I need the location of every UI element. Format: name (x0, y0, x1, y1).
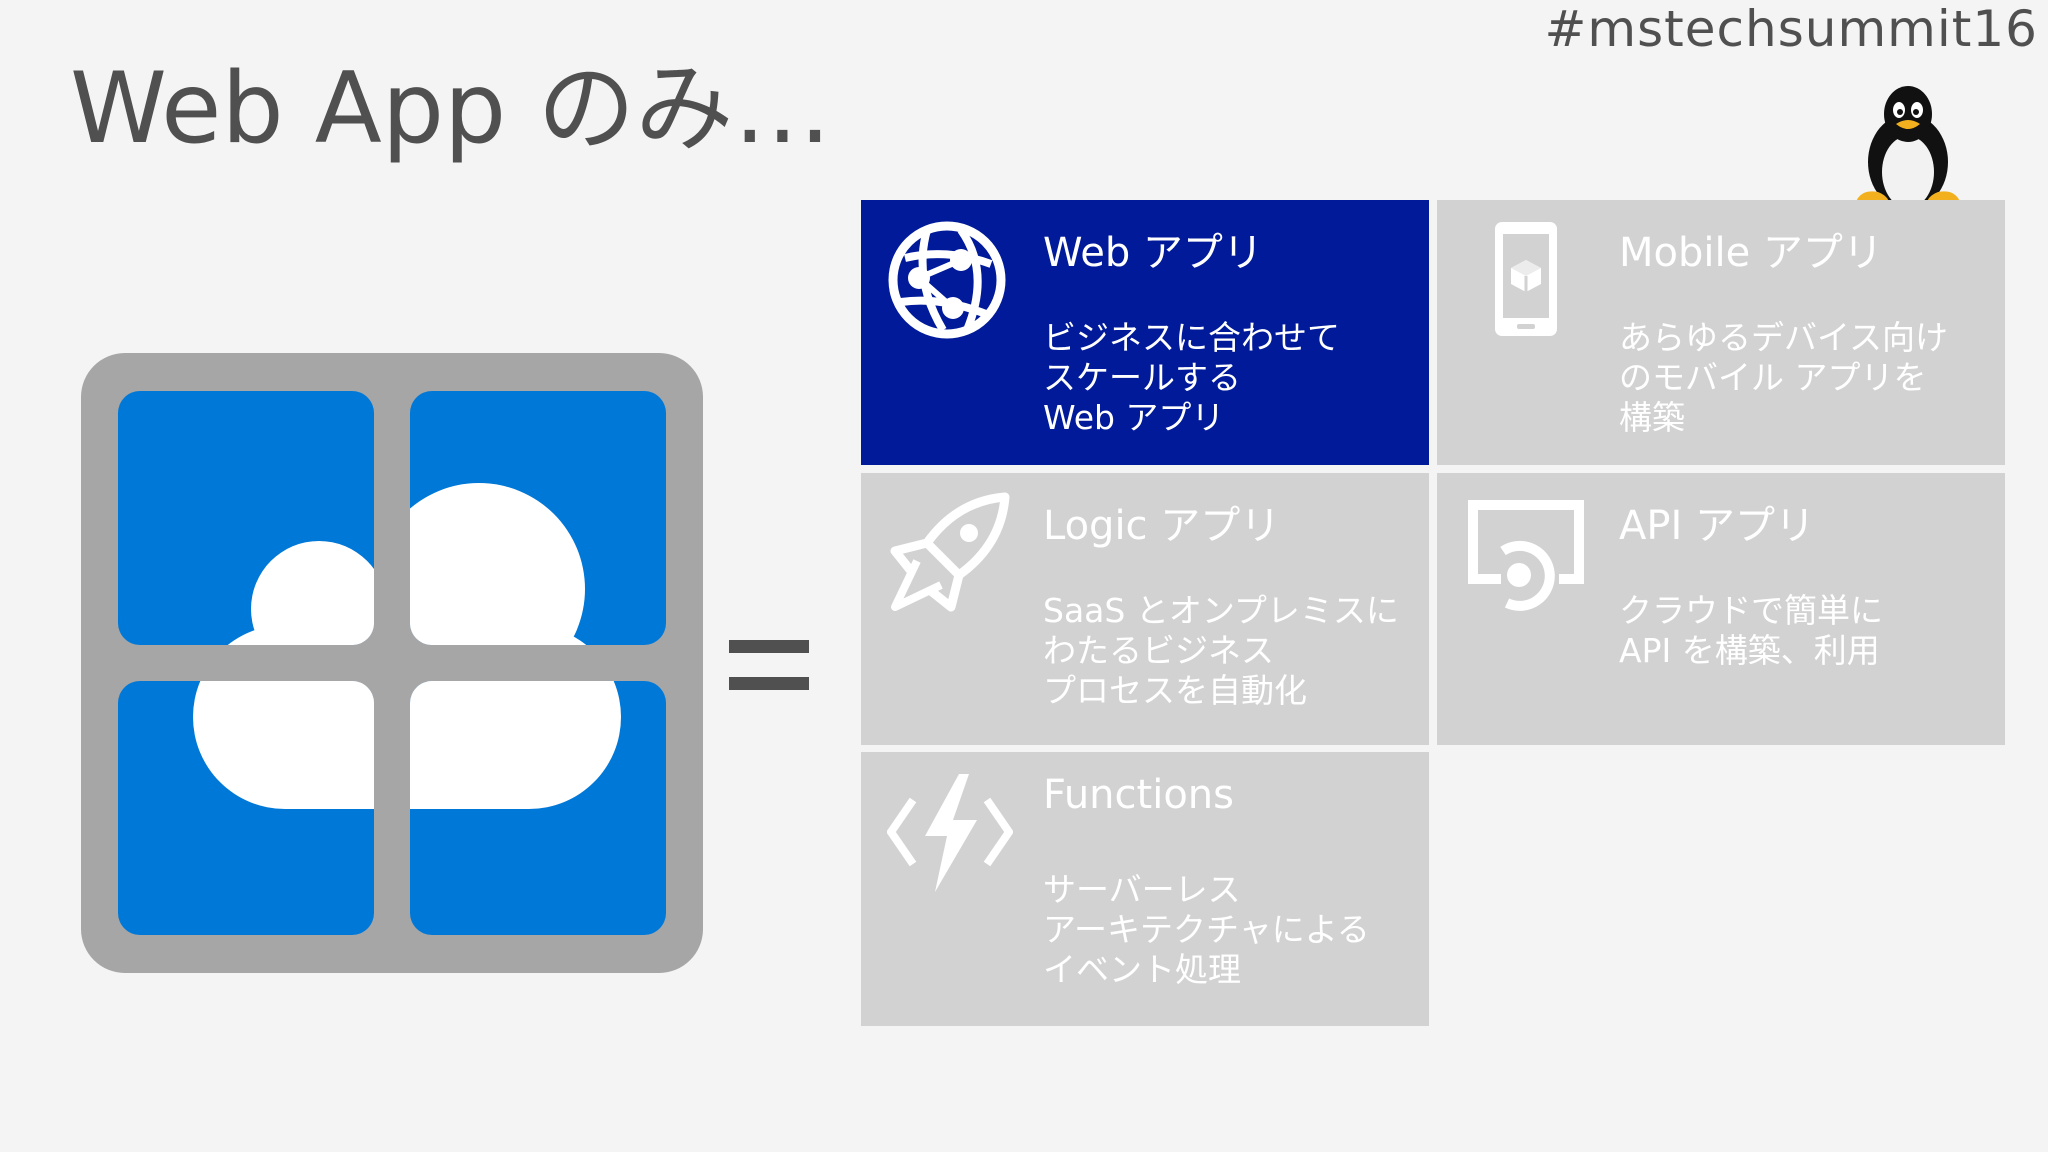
api-screen-icon (1468, 500, 1584, 611)
tile-description: クラウドで簡単に API を構築、利用 (1619, 591, 1883, 670)
mobile-device-icon (1495, 222, 1557, 336)
tile-description: あらゆるデバイス向け のモバイル アプリを 構築 (1619, 318, 1949, 437)
globe-network-icon (888, 221, 1006, 339)
tile-name: Logic アプリ (1043, 503, 1281, 549)
lightning-code-icon (887, 774, 1013, 892)
tile-description: サーバーレス アーキテクチャによる イベント処理 (1043, 870, 1370, 989)
tile-name: Web アプリ (1043, 230, 1263, 276)
app-service-cloud-icon (81, 353, 703, 973)
tile-description: ビジネスに合わせて スケールする Web アプリ (1043, 318, 1340, 437)
tile-web-apps[interactable]: Web アプリ ビジネスに合わせて スケールする Web アプリ (861, 200, 1429, 465)
tile-name: Mobile アプリ (1619, 230, 1883, 276)
tile-name: Functions (1043, 772, 1234, 818)
tile-description: SaaS とオンプレミスに わたるビジネス プロセスを自動化 (1043, 591, 1399, 710)
rocket-icon (890, 492, 1010, 612)
slide-title: Web App のみ… (70, 52, 832, 166)
equals-sign (729, 640, 809, 692)
tile-logic-apps[interactable]: Logic アプリ SaaS とオンプレミスに わたるビジネス プロセスを自動化 (861, 473, 1429, 745)
tile-api-apps[interactable]: API アプリ クラウドで簡単に API を構築、利用 (1437, 473, 2005, 745)
tile-name: API アプリ (1619, 503, 1815, 549)
tile-mobile-apps[interactable]: Mobile アプリ あらゆるデバイス向け のモバイル アプリを 構築 (1437, 200, 2005, 465)
tile-functions[interactable]: Functions サーバーレス アーキテクチャによる イベント処理 (861, 752, 1429, 1026)
hashtag: #mstechsummit16 (1544, 0, 2038, 58)
linux-penguin-icon (1854, 86, 1962, 216)
